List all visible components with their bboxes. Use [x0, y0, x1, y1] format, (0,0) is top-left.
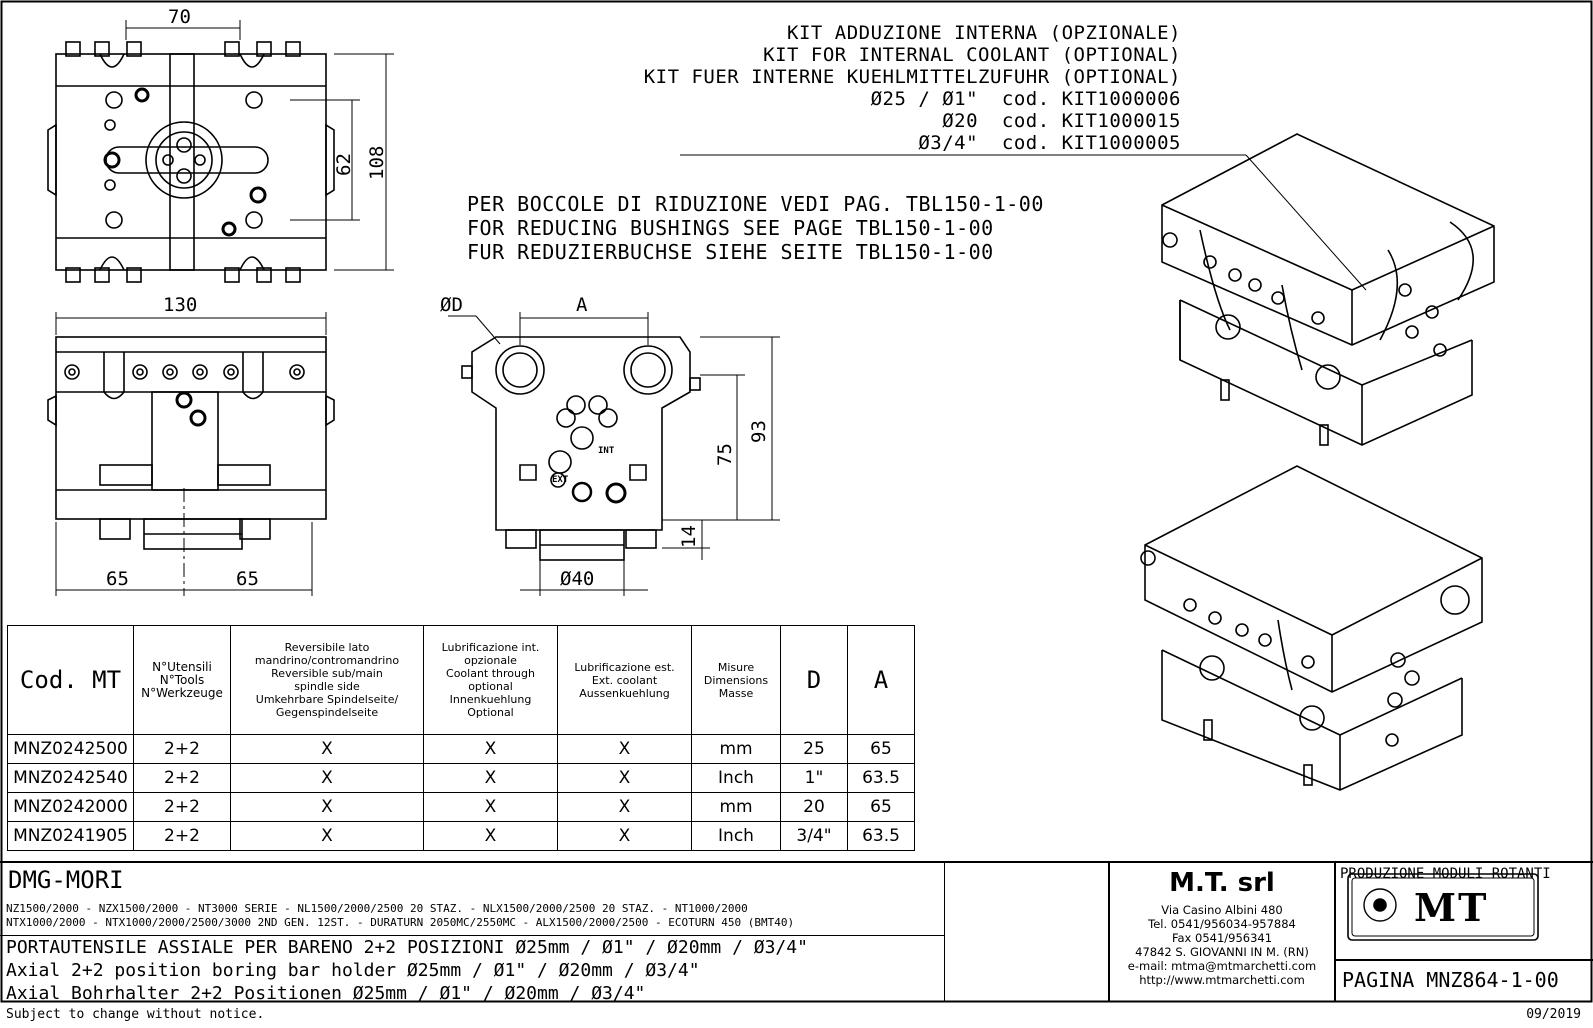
dim-14: 14: [678, 525, 700, 548]
title-de: Axial Bohrhalter 2+2 Positionen Ø25mm / …: [6, 983, 646, 1004]
col-cod: Cod. MT: [7, 625, 134, 735]
table-row: MNZ0242540 2+2 X X X Inch 1" 63.5: [7, 763, 915, 793]
cell-tools: 2+2: [133, 734, 231, 764]
cell-unit: Inch: [691, 763, 781, 793]
top-view: [47, 20, 394, 283]
cell-unit: Inch: [691, 821, 781, 851]
kit-line-5: Ø20 cod. KIT1000015: [942, 110, 1181, 132]
cell-lubint: X: [423, 792, 558, 822]
col-d: D: [780, 625, 848, 735]
dim-65-left: 65: [106, 568, 129, 590]
cell-lubint: X: [423, 763, 558, 793]
iso-view-top: [1161, 133, 1495, 446]
cell-lubext: X: [557, 734, 692, 764]
cell-lubint: X: [423, 821, 558, 851]
bushing-note-it: PER BOCCOLE DI RIDUZIONE VEDI PAG. TBL15…: [467, 192, 1044, 216]
cell-rev: X: [230, 734, 424, 764]
kit-line-1: KIT ADDUZIONE INTERNA (OPZIONALE): [787, 22, 1181, 44]
cell-lubext: X: [557, 821, 692, 851]
dim-70: 70: [168, 6, 191, 28]
cell-lubint: X: [423, 734, 558, 764]
kit-line-3: KIT FUER INTERNE KUEHLMITTELZUFUHR (OPTI…: [643, 66, 1181, 88]
cell-a: 63.5: [847, 763, 915, 793]
cell-d: 25: [780, 734, 848, 764]
kit-line-6: Ø3/4" cod. KIT1000005: [918, 132, 1181, 154]
label-int: INT: [598, 446, 615, 456]
cell-cod: MNZ0242000: [7, 792, 134, 822]
cell-lubext: X: [557, 763, 692, 793]
cell-cod: MNZ0242500: [7, 734, 134, 764]
brand: DMG-MORI: [8, 866, 124, 894]
dim-62: 62: [333, 153, 355, 176]
address-line-4: 47842 S. GIOVANNI IN M. (RN): [1135, 945, 1309, 959]
title-it: PORTAUTENSILE ASSIALE PER BARENO 2+2 POS…: [6, 937, 808, 958]
iso-top-body: [1161, 133, 1495, 346]
kit-line-4: Ø25 / Ø1" cod. KIT1000006: [870, 88, 1181, 110]
dim-65-right: 65: [236, 568, 259, 590]
revision-date: 09/2019: [1526, 1007, 1581, 1022]
machines-line-2: NTX1000/2000 - NTX1000/2000/2500/3000 2N…: [6, 916, 795, 929]
machines-line-1: NZ1500/2000 - NZX1500/2000 - NT3000 SERI…: [6, 902, 748, 915]
bushing-note-en: FOR REDUCING BUSHINGS SEE PAGE TBL150-1-…: [467, 216, 994, 240]
cell-d: 3/4": [780, 821, 848, 851]
dim-diameter-40: Ø40: [560, 568, 595, 590]
page-code: PAGINA MNZ864-1-00: [1342, 968, 1559, 992]
table-row: MNZ0242500 2+2 X X X mm 25 65: [7, 734, 915, 764]
col-lub-ext: Lubrificazione est. Ext. coolant Aussenk…: [557, 625, 692, 735]
table-row: MNZ0241905 2+2 X X X Inch 3/4" 63.5: [7, 821, 915, 851]
website-link[interactable]: http://www.mtmarchetti.com: [1139, 973, 1305, 987]
email[interactable]: e-mail: mtma@mtmarchetti.com: [1127, 959, 1317, 973]
cell-rev: X: [230, 763, 424, 793]
col-lub-int: Lubrificazione int. opzionale Coolant th…: [423, 625, 558, 735]
table-row: MNZ0242000 2+2 X X X mm 20 65: [7, 792, 915, 822]
cell-tools: 2+2: [133, 821, 231, 851]
mt-logo: MT: [1414, 885, 1489, 930]
production-label: PRODUZIONE MODULI ROTANTI: [1340, 866, 1551, 882]
title-en: Axial 2+2 position boring bar holder Ø25…: [6, 960, 700, 981]
front-view-body: [55, 336, 327, 520]
bushing-note-de: FUR REDUZIERBUCHSE SIEHE SEITE TBL150-1-…: [467, 240, 994, 264]
mt-logo-frame: [1347, 873, 1539, 941]
col-reversible: Reversibile lato mandrino/contromandrino…: [230, 625, 424, 735]
notice: Subject to change without notice.: [6, 1007, 265, 1022]
cell-lubext: X: [557, 792, 692, 822]
spindle-icon: [1363, 888, 1397, 922]
dim-108: 108: [366, 145, 388, 180]
iso-view-bottom: [1140, 465, 1483, 791]
cell-cod: MNZ0241905: [7, 821, 134, 851]
cell-unit: mm: [691, 792, 781, 822]
kit-line-2: KIT FOR INTERNAL COOLANT (OPTIONAL): [763, 44, 1181, 66]
front-view: [47, 312, 335, 596]
iso-bottom-body: [1144, 465, 1483, 693]
dim-diameter-d: ØD: [440, 294, 463, 316]
cell-d: 1": [780, 763, 848, 793]
dim-130: 130: [163, 294, 198, 316]
dim-75: 75: [714, 443, 736, 466]
address-line-3: Fax 0541/956341: [1171, 931, 1273, 945]
cell-tools: 2+2: [133, 763, 231, 793]
cell-a: 63.5: [847, 821, 915, 851]
cell-unit: mm: [691, 734, 781, 764]
company-name: M.T. srl: [1169, 868, 1275, 898]
cell-rev: X: [230, 821, 424, 851]
side-view: [448, 312, 780, 596]
label-ext: EXT: [552, 475, 569, 485]
cell-a: 65: [847, 734, 915, 764]
cell-tools: 2+2: [133, 792, 231, 822]
dim-a: A: [576, 294, 588, 316]
cell-cod: MNZ0242540: [7, 763, 134, 793]
col-a: A: [847, 625, 915, 735]
cell-a: 65: [847, 792, 915, 822]
cell-rev: X: [230, 792, 424, 822]
address-line-2: Tel. 0541/956034-957884: [1148, 917, 1296, 931]
col-misure: Misure Dimensions Masse: [691, 625, 781, 735]
dim-93: 93: [748, 420, 770, 443]
col-tools: N°Utensili N°Tools N°Werkzeuge: [133, 625, 231, 735]
cell-d: 20: [780, 792, 848, 822]
spec-table: Cod. MT N°Utensili N°Tools N°Werkzeuge R…: [7, 625, 915, 851]
sheet-frame: [0, 0, 1593, 1003]
address-line-1: Via Casino Albini 480: [1161, 903, 1283, 917]
